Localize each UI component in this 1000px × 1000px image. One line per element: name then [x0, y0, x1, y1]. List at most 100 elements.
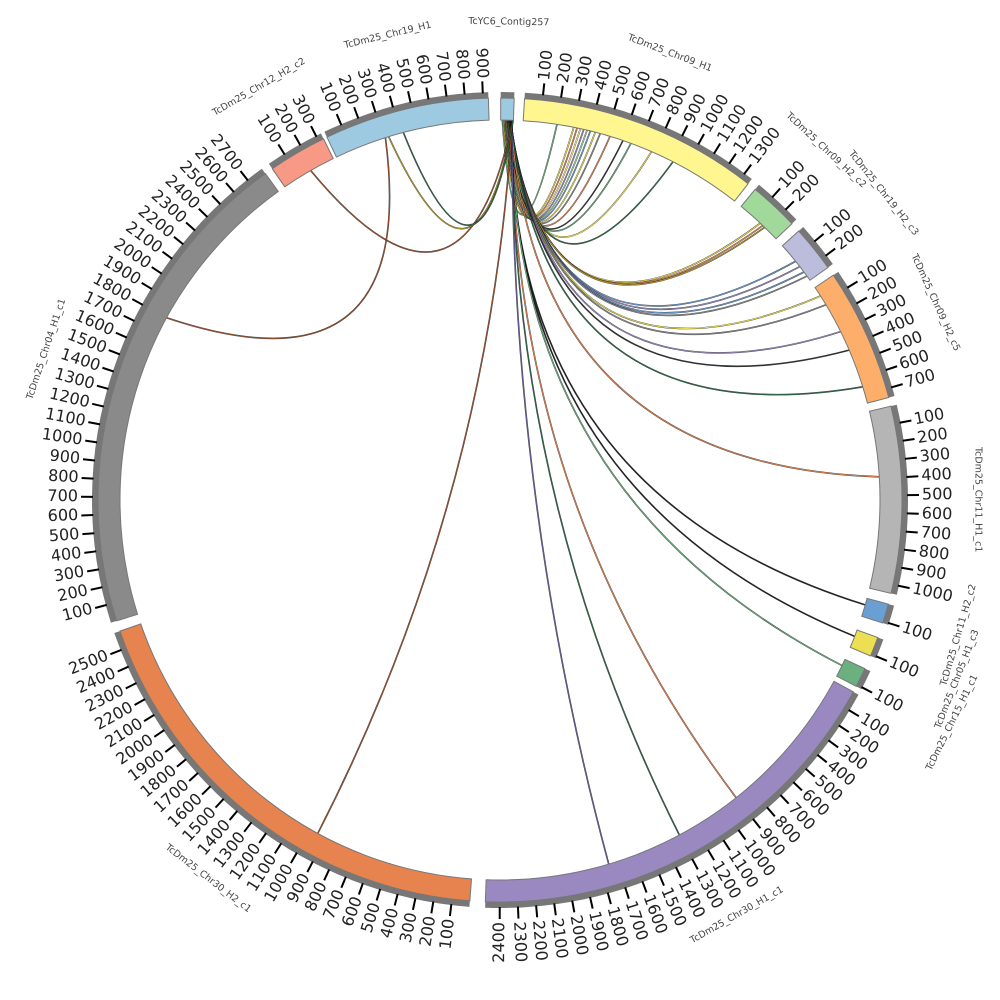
tick-band: [870, 637, 884, 659]
tick-mark: [293, 134, 302, 146]
link-outline: [317, 120, 514, 834]
tick-label: 300: [919, 444, 951, 466]
tick-mark: [110, 648, 122, 656]
tick-label: 500: [48, 524, 80, 545]
tick-label: 900: [49, 446, 81, 468]
tick-mark: [125, 682, 137, 690]
tick-mark: [681, 124, 689, 137]
tick-mark: [88, 421, 101, 426]
segment-band: [500, 97, 515, 121]
tick-mark: [243, 821, 253, 833]
tick-label: 700: [432, 50, 455, 83]
segment-band: [781, 230, 829, 281]
segment-tcdm25-chr05-h1-c3: 100: [849, 629, 922, 681]
tick-label: 600: [921, 503, 952, 523]
tick-label: 100: [900, 617, 935, 644]
tick-mark: [375, 888, 382, 901]
tick-mark: [571, 900, 576, 913]
tick-mark: [691, 858, 699, 870]
tick-label: 2200: [529, 919, 552, 961]
segment-band: [814, 274, 890, 404]
tick-mark: [393, 893, 399, 906]
tick-mark: [407, 90, 412, 104]
tick-mark: [872, 330, 884, 338]
tick-mark: [239, 170, 249, 182]
tick-mark: [743, 164, 752, 175]
tick-mark: [102, 366, 115, 373]
tick-mark: [411, 897, 417, 911]
tick-label: 800: [918, 541, 951, 564]
tick-mark: [82, 532, 95, 536]
segment-band: [868, 405, 903, 594]
tick-mark: [805, 767, 816, 778]
tick-mark: [357, 882, 364, 895]
tick-label: 700: [920, 522, 952, 543]
tick-mark: [481, 81, 484, 94]
tick-mark: [185, 221, 196, 232]
links-layer: [166, 119, 880, 865]
tick-mark: [214, 798, 225, 809]
tick-mark: [864, 313, 877, 321]
link: [510, 120, 880, 478]
link-outline: [402, 120, 514, 226]
tick-mark: [151, 266, 163, 275]
tick-mark: [90, 586, 103, 591]
tick-mark: [899, 419, 912, 424]
tick-label: 800: [48, 466, 80, 487]
tick-band: [485, 691, 859, 908]
tick-mark: [198, 208, 209, 218]
tick-label: 700: [47, 486, 78, 505]
segment-band: [271, 138, 334, 188]
segment-band: [861, 597, 889, 624]
tick-mark: [462, 82, 466, 95]
link: [511, 120, 737, 798]
tick-band: [833, 271, 895, 398]
tick-band: [856, 668, 871, 690]
tick-band: [798, 226, 833, 268]
tick-mark: [902, 438, 915, 442]
tick-mark: [578, 88, 583, 101]
tick-mark: [855, 296, 868, 305]
segment-tcdm25-chr04-h1-c1: 1002003004005006007008009001000110012001…: [41, 130, 279, 625]
tick-label: 100: [435, 918, 458, 951]
segment-name: TcDm25_Chr09_H1: [625, 32, 713, 74]
tick-mark: [595, 92, 601, 105]
tick-mark: [728, 153, 737, 165]
link: [166, 137, 390, 339]
tick-label: 400: [50, 543, 83, 566]
tick-mark: [228, 810, 239, 821]
tick-mark: [535, 905, 539, 918]
tick-mark: [91, 402, 105, 408]
tick-mark: [108, 349, 121, 356]
link: [510, 120, 863, 395]
tick-mark: [131, 298, 144, 306]
tick-label: 900: [915, 560, 948, 584]
tick-mark: [838, 724, 850, 733]
tick-mark: [153, 729, 165, 738]
tick-mark: [674, 866, 682, 879]
tick-mark: [630, 103, 637, 116]
segments-layer: 1002003004005006007008009001000110012001…: [41, 47, 955, 962]
tick-mark: [624, 886, 630, 900]
tick-mark: [560, 85, 564, 98]
tick-band: [890, 404, 909, 595]
tick-mark: [658, 874, 665, 886]
tick-mark: [310, 125, 318, 138]
tick-mark: [353, 106, 360, 119]
tick-band: [755, 184, 797, 224]
tick-mark: [94, 603, 108, 609]
tick-mark: [176, 758, 187, 768]
tick-label: 100: [534, 49, 556, 81]
tick-mark: [516, 906, 520, 919]
tick-mark: [430, 901, 435, 914]
tick-label: 600: [47, 505, 78, 525]
tick-mark: [225, 182, 235, 193]
tick-mark: [86, 568, 100, 573]
segment-band: [849, 629, 879, 657]
tick-mark: [904, 456, 917, 460]
tick-mark: [323, 869, 331, 881]
tick-mark: [647, 109, 655, 122]
